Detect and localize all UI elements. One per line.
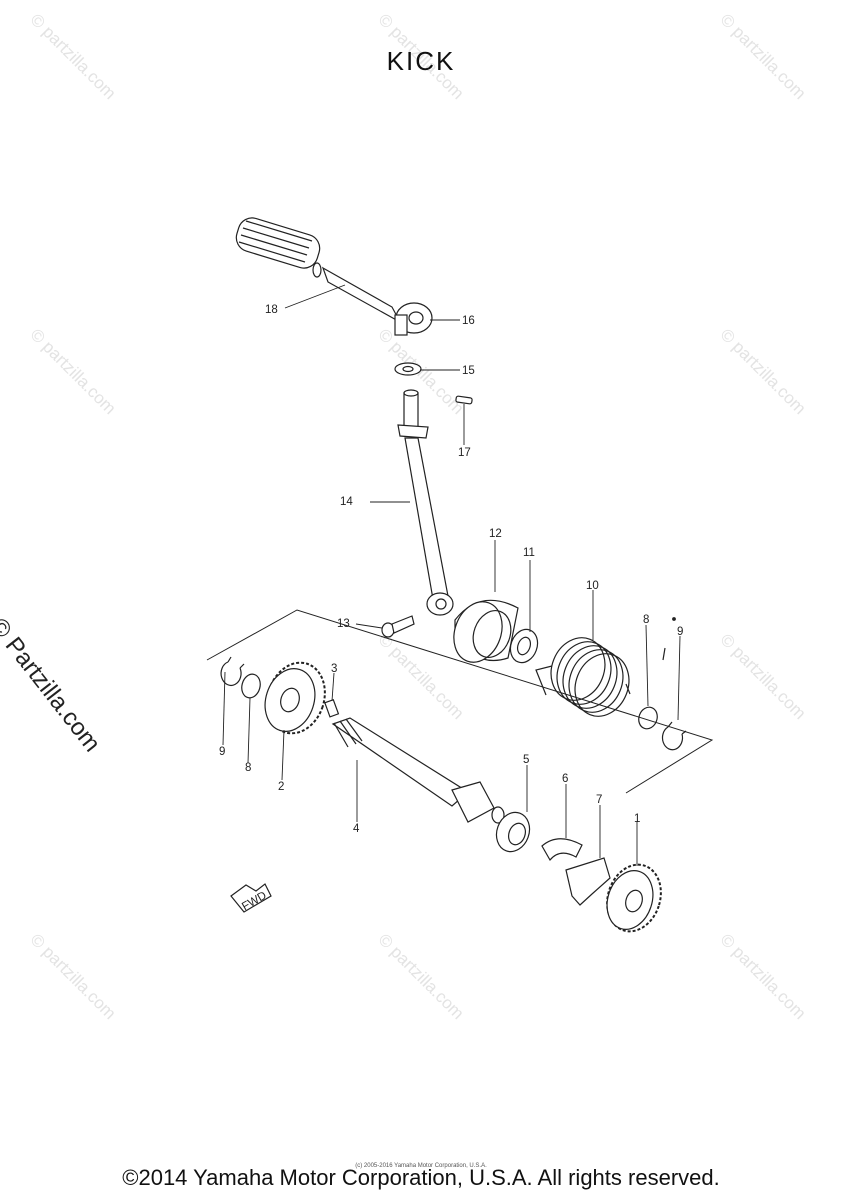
part-7-plate — [565, 857, 611, 906]
part-14-kick-crank — [397, 389, 454, 616]
callout-2: 2 — [278, 781, 284, 793]
page-title: KICK — [386, 46, 456, 76]
part-6-clip — [541, 838, 583, 862]
callout-12: 12 — [489, 528, 502, 540]
part-13-bolt — [381, 615, 415, 638]
parts-diagram: FWD 1 2 3 4 5 6 7 8 8 9 9 10 11 12 13 14… — [206, 217, 714, 933]
part-16-lever-arm — [321, 266, 433, 336]
part-8-washer-right — [638, 706, 658, 730]
fwd-arrow-icon — [230, 883, 272, 913]
callout-9-right: 9 — [677, 626, 683, 638]
callout-10: 10 — [586, 580, 599, 592]
part-9-circlip-right — [661, 721, 687, 751]
part-2-gear — [264, 661, 326, 735]
part-1-gear — [606, 863, 662, 933]
callout-11: 11 — [523, 547, 535, 559]
part-17-pin — [455, 395, 473, 405]
assembly-outline — [206, 609, 714, 794]
callout-16: 16 — [462, 315, 475, 327]
callout-14: 14 — [340, 496, 353, 508]
part-12-cover — [453, 599, 519, 663]
callout-5: 5 — [523, 754, 529, 766]
part-5-ratchet — [495, 811, 531, 853]
part-4-shaft — [331, 717, 505, 824]
callout-15: 15 — [462, 365, 475, 377]
callout-8-left: 8 — [245, 762, 251, 774]
part-15-washer — [394, 362, 422, 376]
callout-8-right: 8 — [643, 614, 649, 626]
copyright-footer: ©2014 Yamaha Motor Corporation, U.S.A. A… — [122, 1165, 720, 1190]
small-copyright: (c) 2005-2016 Yamaha Motor Corporation, … — [355, 1163, 487, 1169]
callout-13: 13 — [337, 618, 350, 630]
callout-7: 7 — [596, 794, 602, 806]
callout-17: 17 — [458, 447, 471, 459]
part-9-circlip-left — [220, 656, 245, 687]
callout-9-left: 9 — [219, 746, 225, 758]
part-8-washer-left — [241, 673, 261, 699]
part-10-spring — [535, 637, 631, 717]
leader-lines — [222, 284, 681, 866]
callout-4: 4 — [353, 823, 360, 835]
callout-18: 18 — [265, 304, 278, 316]
part-3-pin — [324, 698, 340, 718]
callout-1: 1 — [634, 813, 640, 825]
callout-6: 6 — [562, 773, 568, 785]
part-18-grip — [235, 217, 322, 278]
callout-3: 3 — [331, 663, 337, 675]
